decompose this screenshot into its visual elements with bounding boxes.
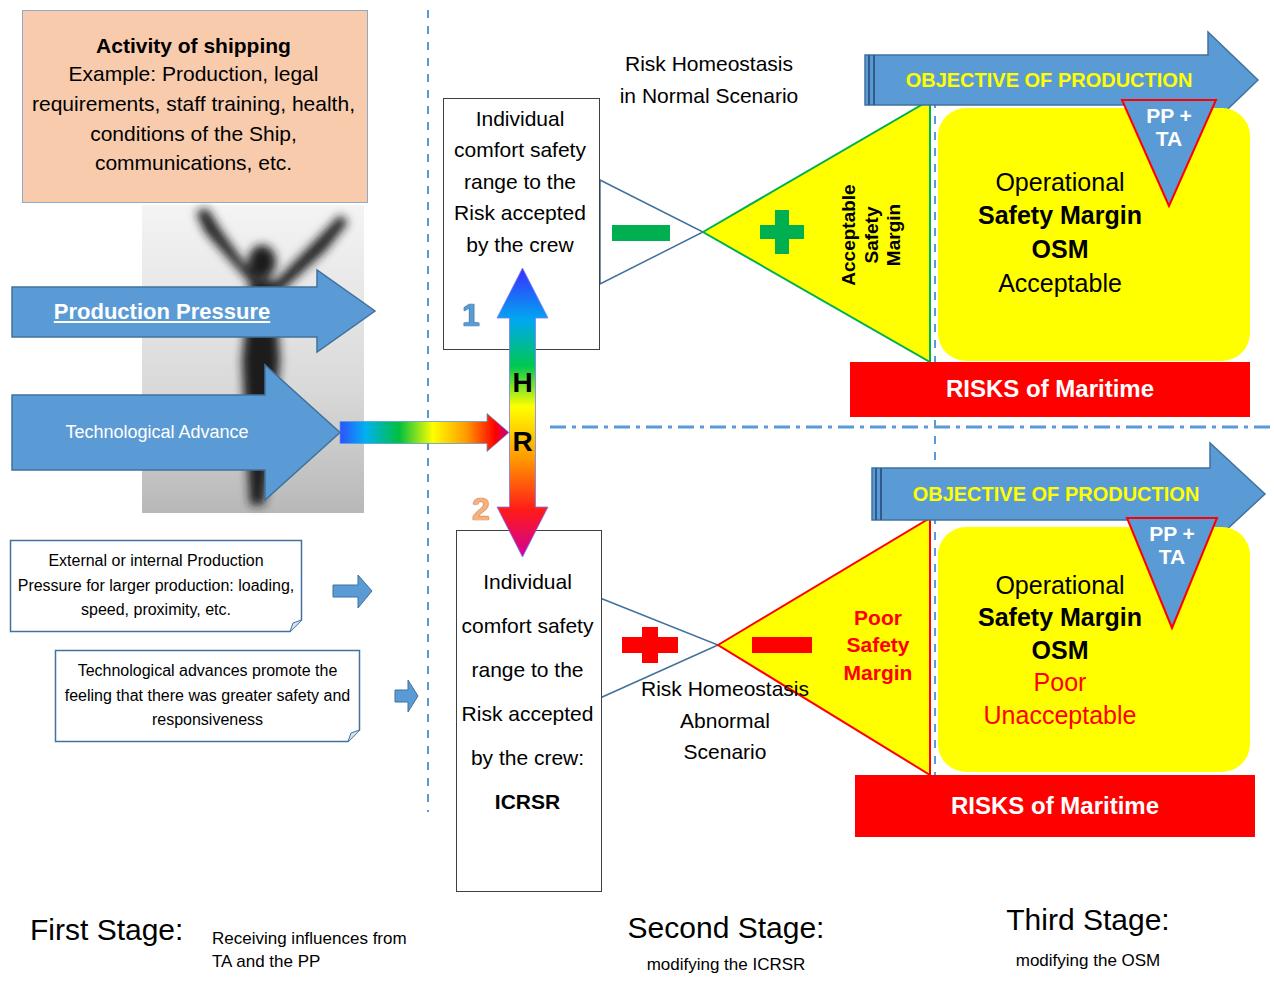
stage-divider <box>934 100 936 830</box>
node-text: Poor Unacceptable <box>955 666 1165 731</box>
node-text: Individual comfort safety range to the R… <box>459 560 597 780</box>
node-text: RISKS of Maritime <box>951 792 1159 821</box>
pointer-arrow <box>333 575 372 608</box>
node-text: Safety Margin OSM <box>955 601 1165 666</box>
stage-note: modifying the ICRSR <box>600 955 852 975</box>
comfort-triangle <box>600 180 703 284</box>
risk-bar: RISKS of Maritime <box>855 775 1255 837</box>
text-area: Individual comfort safety range to the R… <box>446 103 595 263</box>
node-text: Production Pressure <box>54 299 270 325</box>
pointer-arrow <box>395 680 418 712</box>
text-area: OperationalSafety Margin OSMAcceptable <box>955 138 1165 328</box>
minus-sign <box>612 225 670 241</box>
text-area: Activity of shippingExample: Production,… <box>30 16 358 195</box>
pressure-arrow: Production Pressure <box>12 270 375 352</box>
node-text: OBJECTIVE OF PRODUCTION <box>913 482 1200 506</box>
plus-sign <box>760 210 804 254</box>
text-area: PP + TA <box>1144 522 1200 582</box>
stage-title: First Stage: <box>30 912 220 948</box>
text-area: OBJECTIVE OF PRODUCTION <box>890 468 1222 520</box>
text-area: Production Pressure <box>12 287 312 337</box>
callout-number: 1 <box>456 296 486 334</box>
text-area: Individual comfort safety range to the R… <box>459 560 597 886</box>
influence-arrow-body <box>340 414 509 452</box>
node-text: Safety Margin OSM <box>955 199 1165 267</box>
node-text: Acceptable <box>998 267 1122 301</box>
edge-layer <box>340 414 509 452</box>
homeostasis-arrow: H R <box>497 268 548 557</box>
safety-margin-triangle: Acceptable Safety Margin <box>703 100 930 362</box>
callout-number: 2 <box>466 490 496 528</box>
node-text: Individual comfort safety range to the R… <box>446 103 595 261</box>
homeostasis-arrow-outline <box>497 268 548 557</box>
node-text: Operational <box>995 166 1124 200</box>
node-text: Example: Production, legal requirements,… <box>30 59 358 178</box>
influence-arrow <box>340 414 509 452</box>
node-text: Technological Advance <box>65 422 248 444</box>
text-area: PP + TA <box>1139 104 1199 160</box>
node-text: PP + TA <box>1145 522 1199 568</box>
node-text: External or internal Production Pressure… <box>16 549 296 623</box>
node-text: Activity of shipping <box>96 32 291 59</box>
text-area: RISKS of Maritime <box>855 775 1255 837</box>
osm-box: OperationalSafety Margin OSMPoor Unaccep… <box>938 527 1250 772</box>
scenario-label: Risk Homeostasis Abnormal Scenario <box>640 673 810 768</box>
text-area: Technological Advance <box>22 395 292 470</box>
risk-bar: RISKS of Maritime <box>850 362 1250 417</box>
activity-box: Activity of shippingExample: Production,… <box>22 10 368 203</box>
stage-divider <box>427 10 429 812</box>
node-text: H R <box>510 354 536 472</box>
text-area: OperationalSafety Margin OSMPoor Unaccep… <box>955 555 1165 745</box>
text-area: RISKS of Maritime <box>850 362 1250 417</box>
node-text: RISKS of Maritime <box>946 375 1154 404</box>
stage-title: Third Stage: <box>988 902 1188 938</box>
osm-box: OperationalSafety Margin OSMAcceptable <box>938 108 1250 361</box>
text-area: Acceptable Safety Margin <box>832 176 912 294</box>
text-area: H R <box>497 328 548 498</box>
note-callout: Technological advances promote the feeli… <box>55 650 360 742</box>
technology-arrow: Technological Advance <box>12 365 340 500</box>
node-text: Acceptable Safety Margin <box>838 176 906 294</box>
text-area: External or internal Production Pressure… <box>16 544 296 628</box>
stage-title: Second Stage: <box>600 910 852 946</box>
comfort-range-box: Individual comfort safety range to the R… <box>456 530 602 892</box>
stage-note: Receiving influences from TA and the PP <box>212 928 407 974</box>
stage-note: modifying the OSM <box>988 951 1188 971</box>
node-text: PP + TA <box>1141 104 1197 150</box>
scenario-label: Risk Homeostasis in Normal Scenario <box>618 48 800 111</box>
node-text: Operational <box>995 569 1124 602</box>
minus-sign <box>752 637 812 653</box>
scenario-divider <box>550 426 1274 429</box>
node-text: Poor Safety Margin <box>830 604 926 686</box>
safety-margin-triangle: Poor Safety Margin <box>718 518 930 775</box>
text-area: Poor Safety Margin <box>830 588 926 702</box>
node-text: ICRSR <box>495 780 560 824</box>
note-callout: External or internal Production Pressure… <box>10 540 302 632</box>
node-text: OBJECTIVE OF PRODUCTION <box>906 68 1193 92</box>
pp-ta-triangle: PP + TA <box>1122 100 1216 206</box>
node-text: Technological advances promote the feeli… <box>61 659 354 733</box>
text-area: Technological advances promote the feeli… <box>61 654 354 738</box>
text-area: OBJECTIVE OF PRODUCTION <box>883 55 1215 105</box>
plus-sign <box>622 627 678 663</box>
